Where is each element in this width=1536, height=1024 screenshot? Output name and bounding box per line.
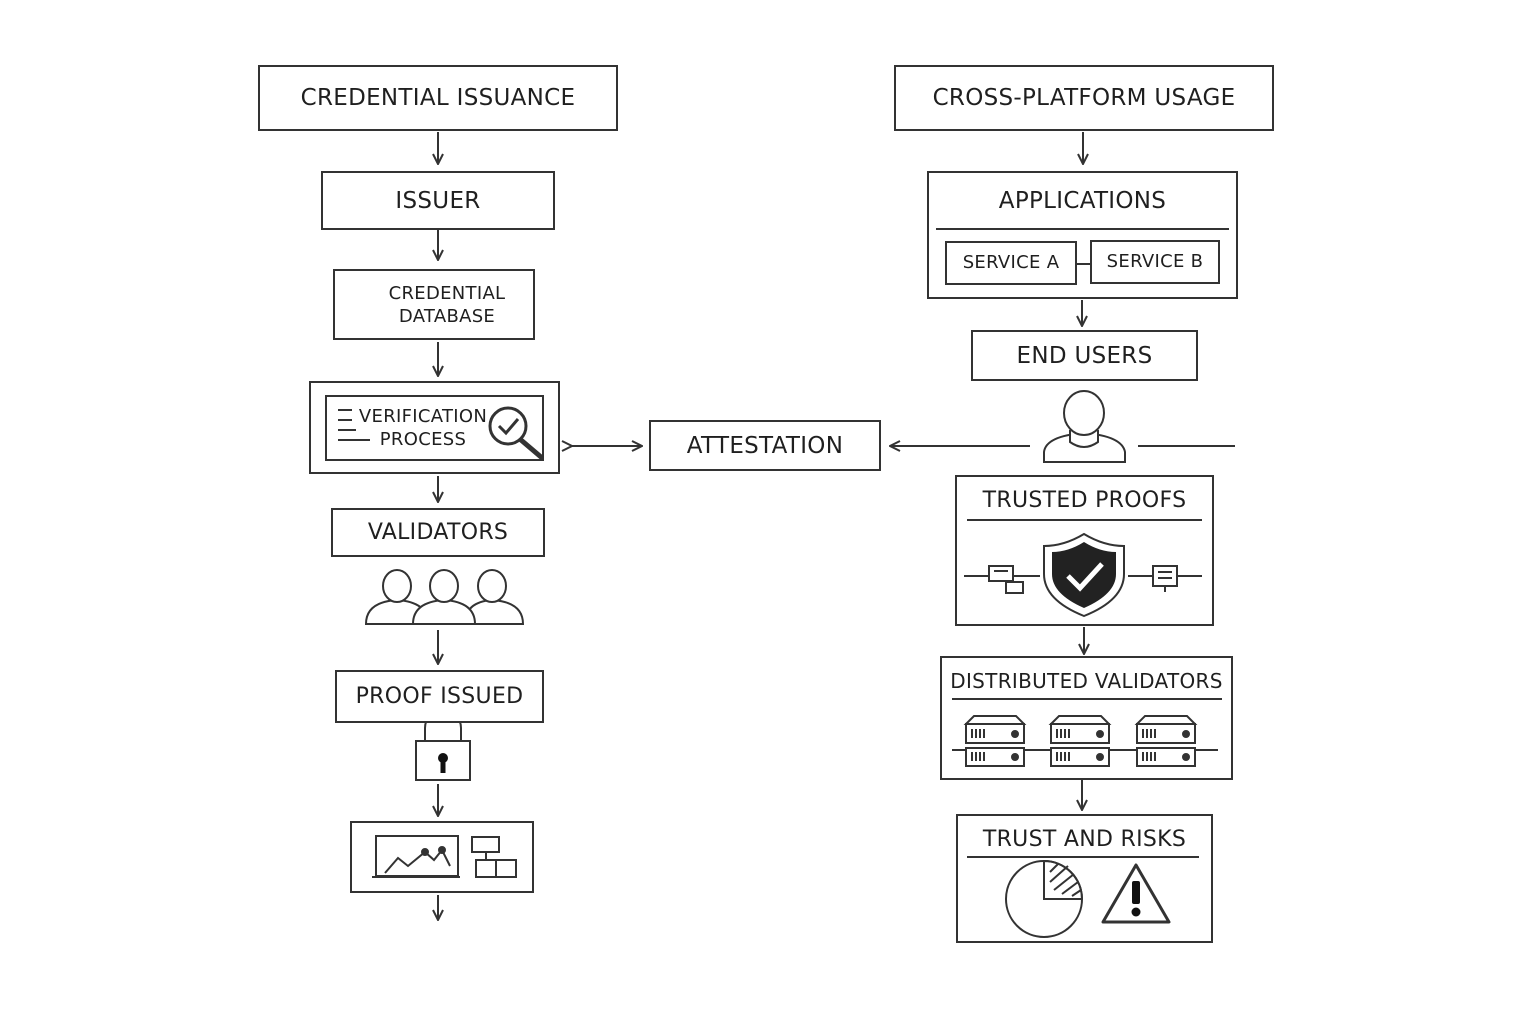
proof-issued-box xyxy=(335,670,544,723)
document-magnifier-check-icon xyxy=(325,395,544,461)
issuer-label: ISSUER xyxy=(395,187,481,214)
trust-and-risks-title: TRUST AND RISKS xyxy=(982,826,1187,852)
trusted-proofs-title: TRUSTED PROOFS xyxy=(982,487,1187,513)
service-a-box xyxy=(945,241,1077,285)
attestation-label: ATTESTATION xyxy=(686,432,844,459)
server-rack-icon xyxy=(952,715,1218,767)
credential-database-line-1: CREDENTIAL xyxy=(388,282,506,304)
padlock-icon xyxy=(415,709,471,781)
credential-issuance-header xyxy=(258,65,618,131)
credential-database-line-2: DATABASE xyxy=(398,305,496,327)
cross-platform-usage-title: CROSS-PLATFORM USAGE xyxy=(932,85,1236,111)
verification-process-box xyxy=(309,381,560,474)
proof-node-left-icon xyxy=(964,565,1040,594)
analytics-dashboard-box xyxy=(350,821,534,893)
service-a-label: SERVICE A xyxy=(962,252,1060,273)
validators-box xyxy=(331,508,545,557)
shield-check-icon xyxy=(1043,532,1125,618)
end-users-label: END USERS xyxy=(1016,342,1153,369)
trusted-proofs-box xyxy=(955,475,1214,626)
proof-node-right-icon xyxy=(1128,565,1202,592)
distributed-validators-box xyxy=(940,656,1233,780)
user-group-icon xyxy=(364,569,525,625)
service-b-box xyxy=(1090,240,1220,284)
pie-chart-icon xyxy=(1005,859,1084,938)
end-users-box xyxy=(971,330,1198,381)
verification-process-label: VERIFICATION PROCESS xyxy=(358,398,488,458)
applications-title: APPLICATIONS xyxy=(998,188,1167,214)
credential-database-label: CREDENTIAL DATABASE xyxy=(380,269,514,340)
attestation-box xyxy=(649,420,881,471)
service-b-label: SERVICE B xyxy=(1106,251,1204,272)
trust-and-risks-box xyxy=(956,814,1213,943)
user-icon xyxy=(1043,390,1126,463)
credential-database-box xyxy=(333,269,535,340)
distributed-validators-title: DISTRIBUTED VALIDATORS xyxy=(950,669,1223,693)
cross-platform-usage-header xyxy=(894,65,1274,131)
validators-label: VALIDATORS xyxy=(367,520,509,545)
analytics-dashboard-icon xyxy=(372,835,517,878)
verification-process-line-1: VERIFICATION xyxy=(358,406,488,427)
issuer-box xyxy=(321,171,555,230)
applications-box xyxy=(927,171,1238,299)
warning-triangle-icon xyxy=(1101,863,1171,924)
proof-issued-label: PROOF ISSUED xyxy=(355,684,524,709)
verification-process-line-2: PROCESS xyxy=(379,429,467,450)
credential-issuance-title: CREDENTIAL ISSUANCE xyxy=(300,85,576,111)
